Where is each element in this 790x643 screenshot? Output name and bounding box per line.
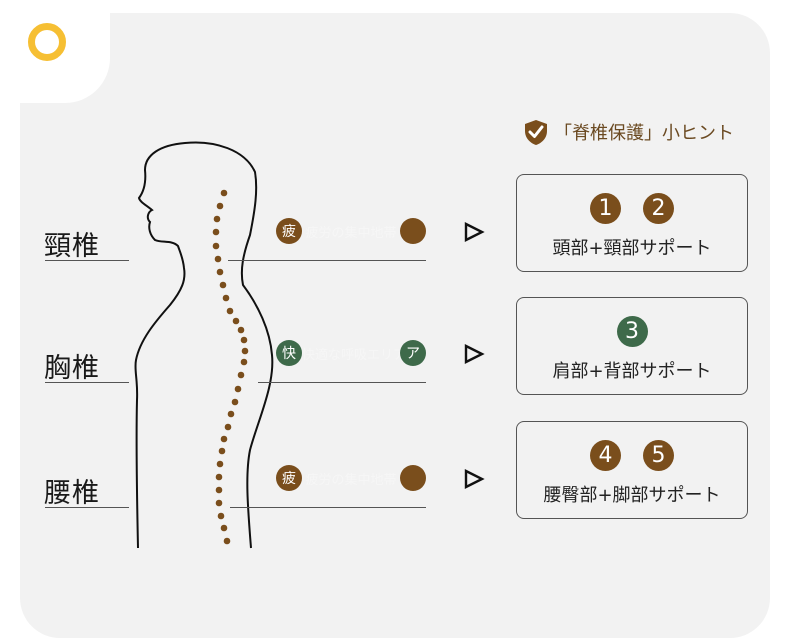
spine-dot <box>240 336 248 344</box>
spine-dot <box>219 281 227 289</box>
spine-dot <box>231 398 239 406</box>
spine-dot <box>214 255 222 263</box>
pointer-line <box>230 507 426 509</box>
spine-dot <box>216 268 224 276</box>
spine-dot <box>215 486 223 494</box>
spine-dot <box>220 524 228 532</box>
step-number-badge: 5 <box>643 440 674 471</box>
spine-dots <box>212 189 249 545</box>
pointer-line <box>258 382 426 384</box>
spine-dot <box>215 499 223 507</box>
tip-heading: 「脊椎保護」小ヒント <box>522 118 734 146</box>
spine-dot <box>220 189 228 197</box>
label-underline <box>45 260 129 262</box>
spine-dot <box>217 512 225 520</box>
arrow-right-icon <box>464 469 485 489</box>
spine-dot <box>240 358 248 366</box>
spine-dot <box>212 228 220 236</box>
spine-dot <box>216 202 224 210</box>
pill-text: 疲労の集中地帯 <box>305 472 397 488</box>
spine-dot <box>237 326 245 334</box>
region-pill: 疲 疲労の集中地帯 <box>276 218 426 244</box>
pill-start: 快 <box>276 340 302 366</box>
pointer-line <box>228 260 426 262</box>
ring-icon <box>28 23 66 61</box>
step-number-badge: 3 <box>616 316 648 347</box>
spine-dot <box>218 447 226 455</box>
tip-title: 「脊椎保護」小ヒント <box>554 123 734 144</box>
label-underline <box>45 382 129 384</box>
spine-dot <box>227 410 235 418</box>
region-label: 腰椎 <box>44 478 100 509</box>
support-caption: 腰臀部+脚部サポート <box>543 485 721 506</box>
spine-dot <box>212 242 220 250</box>
arrow-right-icon <box>464 222 485 242</box>
region-label: 胸椎 <box>44 353 100 384</box>
pill-end: ア <box>400 340 426 366</box>
step-number-badge: 2 <box>643 193 674 224</box>
pill-end <box>400 218 426 244</box>
step-number-badge: 1 <box>590 193 621 224</box>
step-number-badge: 4 <box>590 440 621 471</box>
spine-dot <box>224 423 232 431</box>
spine-dot <box>215 473 223 481</box>
spine-dot <box>222 294 230 302</box>
label-underline <box>45 507 129 509</box>
spine-dot <box>223 537 231 545</box>
region-pill: 疲 疲労の集中地帯 <box>276 465 426 491</box>
spine-dot <box>241 347 249 355</box>
spine-dot <box>232 317 240 325</box>
spine-dot <box>226 307 234 315</box>
pill-start: 疲 <box>276 218 302 244</box>
pill-end <box>400 465 426 491</box>
support-box: 3 肩部+背部サポート <box>516 297 748 395</box>
region-pill: 快 快適な呼吸エリア ア <box>276 340 426 366</box>
spine-dot <box>237 371 245 379</box>
support-caption: 頭部+頸部サポート <box>552 238 712 259</box>
spine-dot <box>213 215 221 223</box>
arrow-right-icon <box>464 344 485 364</box>
pill-text: 疲労の集中地帯 <box>305 225 397 241</box>
spine-dot <box>234 385 242 393</box>
spine-dot <box>216 460 224 468</box>
pill-text: 快適な呼吸エリア <box>302 347 400 363</box>
body-outline-front <box>134 141 274 549</box>
region-label: 頸椎 <box>44 231 100 262</box>
shield-check-icon <box>525 120 547 145</box>
spine-dot <box>220 435 228 443</box>
support-caption: 肩部+背部サポート <box>552 361 712 382</box>
pill-start: 疲 <box>276 465 302 491</box>
